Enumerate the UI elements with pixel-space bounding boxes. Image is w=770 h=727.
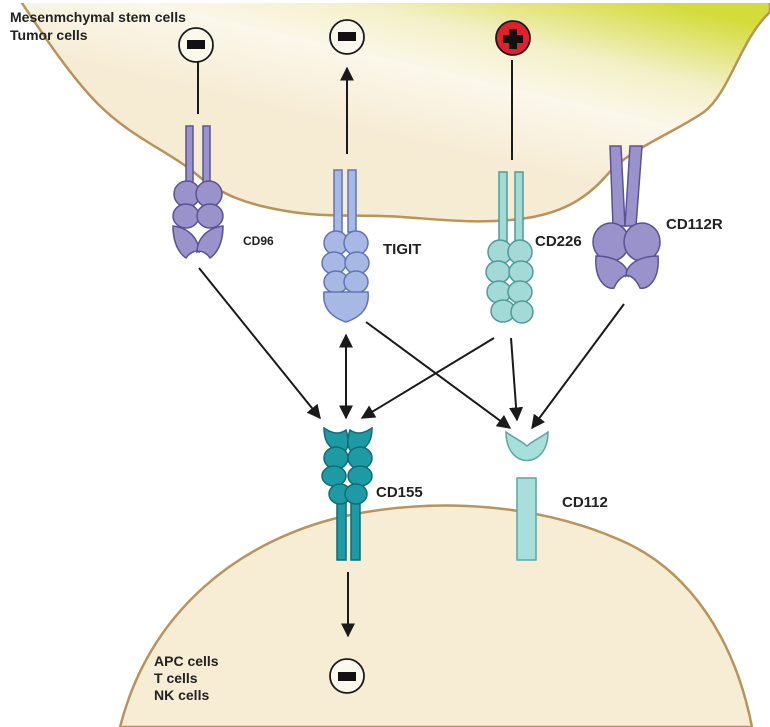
top-cell-membrane	[0, 0, 770, 223]
arrow-cd112r-to-cd112	[531, 303, 625, 430]
cd96-inhibitory-signal-icon	[178, 27, 214, 63]
cd155-ligand	[321, 426, 373, 561]
cd96-receptor	[172, 125, 224, 260]
cd112-ligand	[505, 430, 549, 561]
cd112r-label: CD112R	[666, 216, 723, 233]
bottom-cell-label-nk-cells: NK cells	[154, 687, 210, 703]
tigit-label: TIGIT	[383, 241, 422, 258]
arrow-tigit-to-cd112	[365, 321, 512, 429]
cd226-activating-signal-icon	[495, 20, 531, 56]
tigit-receptor	[321, 169, 370, 323]
cd226-label: CD226	[535, 233, 582, 250]
top-cell-label-tumor: Tumor cells	[10, 27, 88, 43]
bottom-cell-membrane	[118, 504, 754, 727]
interaction-arrows	[198, 267, 625, 430]
cd96-label: CD96	[243, 234, 274, 248]
arrow-cd96-to-cd155	[198, 267, 321, 420]
bottom-cell-label-t-cells: T cells	[154, 670, 198, 686]
cd226-receptor	[485, 171, 534, 324]
arrow-cd226-to-cd155	[360, 337, 495, 419]
cd112-label: CD112	[562, 494, 608, 511]
cd155-inhibitory-signal-icon	[329, 658, 365, 694]
top-cell-label-mesenchymal: Mesenmchymal stem cells	[10, 9, 186, 25]
bottom-cell-label-apc: APC cells	[154, 653, 219, 669]
cd112r-receptor	[592, 145, 661, 290]
signal-connectors	[197, 60, 513, 638]
arrow-cd226-to-cd112	[509, 337, 524, 422]
cd155-label: CD155	[376, 484, 423, 501]
tigit-inhibitory-signal-icon	[329, 19, 365, 55]
